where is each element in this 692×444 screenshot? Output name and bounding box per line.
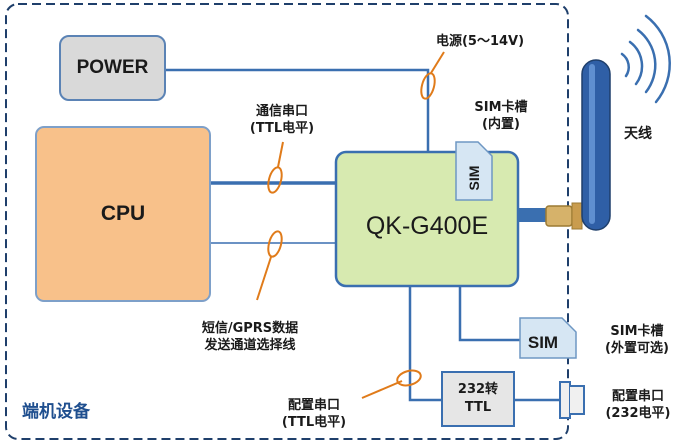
sim-external-card xyxy=(519,317,577,359)
terminal-device-label: 端机设备 xyxy=(22,402,90,422)
db9-port-icon xyxy=(559,381,585,419)
converter-label-line1: 232转 xyxy=(457,382,499,397)
sim-external-slot-line1: SIM卡槽 xyxy=(610,324,664,339)
power-line-marker xyxy=(420,72,436,100)
power-block-label: POWER xyxy=(76,57,149,78)
serial-ttl-label: 通信串口 (TTL电平) xyxy=(232,103,332,137)
config-232-label-line1: 配置串口 xyxy=(611,389,664,404)
sms-gprs-label-line1: 短信/GPRS数据 xyxy=(201,321,299,336)
config-ttl-leader xyxy=(361,380,403,399)
config-ttl-label: 配置串口 (TTL电平) xyxy=(264,397,364,431)
sim-internal-slot-line2: (内置) xyxy=(482,117,520,132)
converter-label-line2: TTL xyxy=(464,400,492,415)
config-232-label: 配置串口 (232电平) xyxy=(588,388,688,422)
sim-internal-slot-line1: SIM卡槽 xyxy=(474,100,528,115)
config-ttl-marker xyxy=(396,369,422,387)
serial-ttl-label-line2: (TTL电平) xyxy=(249,121,315,136)
serial-ttl-marker xyxy=(267,166,283,194)
sim-internal-label: SIM xyxy=(466,165,482,191)
sim-external-slot-line2: (外置可选) xyxy=(605,341,669,356)
power-supply-label: 电源(5～14V) xyxy=(435,34,525,49)
converter-block-shape xyxy=(441,371,515,427)
sms-gprs-label: 短信/GPRS数据 发送通道选择线 xyxy=(180,320,320,354)
sim-external-label: SIM xyxy=(527,333,559,352)
sim-internal-slot-label: SIM卡槽 (内置) xyxy=(456,99,546,133)
converter-block-label: 232转 TTL xyxy=(442,372,514,426)
external-sim-line xyxy=(458,286,520,342)
serial-ttl-label-line1: 通信串口 xyxy=(255,104,308,119)
config-232-label-line2: (232电平) xyxy=(605,406,671,421)
config-serial-line xyxy=(408,286,442,402)
signal-waves-icon xyxy=(620,14,671,104)
sms-gprs-label-line2: 发送通道选择线 xyxy=(204,338,296,353)
cpu-block-label: CPU xyxy=(100,202,146,225)
antenna-label: 天线 xyxy=(624,126,652,142)
sim-external-slot-label: SIM卡槽 (外置可选) xyxy=(585,323,689,357)
serial-ttl-leader xyxy=(277,141,284,168)
sms-gprs-leader xyxy=(256,256,272,301)
config-ttl-label-line2: (TTL电平) xyxy=(281,415,347,430)
sim-internal-card xyxy=(455,141,493,201)
power-line xyxy=(165,68,430,155)
power-block-shape xyxy=(59,35,166,101)
cpu-block-shape xyxy=(35,126,211,302)
sms-gprs-marker xyxy=(267,230,283,258)
antenna-icon xyxy=(518,59,611,231)
config-ttl-label-line1: 配置串口 xyxy=(287,398,340,413)
power-marker-leader xyxy=(430,51,445,74)
module-block-label: QK-G400E xyxy=(365,211,489,240)
